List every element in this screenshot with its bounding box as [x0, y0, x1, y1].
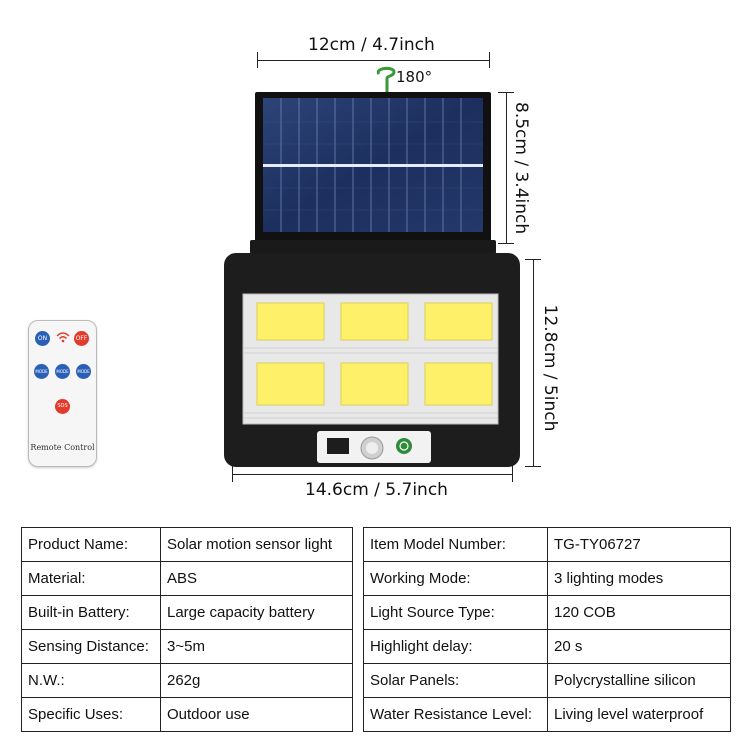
remote-mode-button-1: MODE	[34, 364, 49, 379]
table-row: Sensing Distance: 3~5m	[21, 629, 353, 664]
panel-height-tick-bottom	[498, 243, 514, 244]
panel-height-tick-top	[498, 92, 514, 93]
lamp-height-line	[533, 259, 534, 466]
lamp-width-tick-right	[512, 466, 513, 482]
panel-height-label: 8.5cm / 3.4inch	[511, 102, 531, 235]
spec-value: Living level waterproof	[547, 697, 731, 732]
table-row: N.W.: 262g	[21, 663, 353, 698]
spec-label: Material:	[21, 561, 161, 596]
table-row: Product Name: Solar motion sensor light	[21, 527, 353, 562]
table-row: Highlight delay: 20 s	[363, 629, 731, 664]
spec-value: 3 lighting modes	[547, 561, 731, 596]
table-row: Solar Panels: Polycrystalline silicon	[363, 663, 731, 698]
spec-value: Polycrystalline silicon	[547, 663, 731, 698]
lamp-height-tick-top	[525, 259, 541, 260]
panel-height-line	[506, 92, 507, 244]
remote-mode-button-3: MODE	[76, 364, 91, 379]
rotation-label: 180°	[396, 68, 433, 86]
lamp-height-label: 12.8cm / 5inch	[540, 304, 560, 432]
solar-panel	[255, 92, 491, 244]
remote-off-button: OFF	[74, 331, 89, 346]
table-row: Water Resistance Level: Living level wat…	[363, 697, 731, 732]
spec-value: 3~5m	[160, 629, 353, 664]
wifi-icon	[56, 330, 70, 348]
lamp-width-label: 14.6cm / 5.7inch	[305, 480, 448, 500]
remote-control: ON OFF MODE MODE MODE SOS Remote Control	[28, 320, 97, 467]
panel-width-tick-right	[489, 52, 490, 68]
spec-label: N.W.:	[21, 663, 161, 698]
spec-value: 262g	[160, 663, 353, 698]
spec-value: Large capacity battery	[160, 595, 353, 630]
table-row: Working Mode: 3 lighting modes	[363, 561, 731, 596]
table-row: Built-in Battery: Large capacity battery	[21, 595, 353, 630]
spec-label: Built-in Battery:	[21, 595, 161, 630]
spec-label: Light Source Type:	[363, 595, 548, 630]
spec-label: Specific Uses:	[21, 697, 161, 732]
spec-label: Product Name:	[21, 527, 161, 562]
lamp-width-tick-left	[232, 466, 233, 482]
remote-label: Remote Control	[30, 443, 95, 452]
remote-on-button: ON	[35, 331, 50, 346]
spec-value: Outdoor use	[160, 697, 353, 732]
specs-table-right: Item Model Number: TG-TY06727 Working Mo…	[363, 527, 731, 732]
remote-sos-button: SOS	[55, 399, 70, 414]
spec-value: TG-TY06727	[547, 527, 731, 562]
spec-label: Item Model Number:	[363, 527, 548, 562]
spec-value: ABS	[160, 561, 353, 596]
panel-width-tick-left	[257, 52, 258, 68]
panel-width-label: 12cm / 4.7inch	[308, 35, 435, 55]
spec-value: 120 COB	[547, 595, 731, 630]
lamp-body	[224, 253, 520, 467]
spec-value: 20 s	[547, 629, 731, 664]
spec-label: Water Resistance Level:	[363, 697, 548, 732]
spec-value: Solar motion sensor light	[160, 527, 353, 562]
table-row: Light Source Type: 120 COB	[363, 595, 731, 630]
panel-bracket	[250, 240, 496, 254]
specs-table-left: Product Name: Solar motion sensor light …	[21, 527, 353, 732]
lamp-width-line	[232, 474, 513, 475]
table-row: Item Model Number: TG-TY06727	[363, 527, 731, 562]
panel-width-line	[257, 60, 490, 61]
spec-label: Working Mode:	[363, 561, 548, 596]
spec-label: Sensing Distance:	[21, 629, 161, 664]
spec-label: Solar Panels:	[363, 663, 548, 698]
spec-label: Highlight delay:	[363, 629, 548, 664]
lamp-height-tick-bottom	[525, 466, 541, 467]
table-row: Material: ABS	[21, 561, 353, 596]
table-row: Specific Uses: Outdoor use	[21, 697, 353, 732]
remote-mode-button-2: MODE	[55, 364, 70, 379]
